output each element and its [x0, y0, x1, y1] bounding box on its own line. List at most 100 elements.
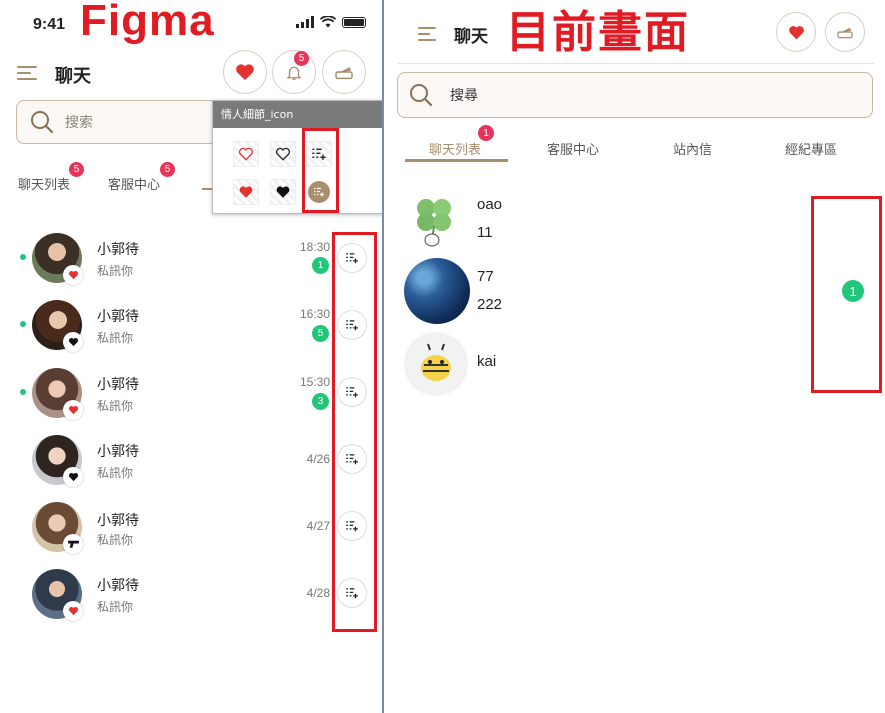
wallet-button[interactable]: [322, 50, 366, 94]
chat-name: oao: [477, 196, 503, 213]
chat-time: 16:30: [299, 307, 330, 321]
heart-filled-black-icon: [270, 179, 296, 205]
chat-row[interactable]: kai: [386, 332, 885, 396]
bee-avatar: [421, 343, 451, 381]
chat-subtitle: 私訊你: [97, 331, 134, 345]
wallet-icon: [837, 27, 853, 39]
annotation-box-missing-buttons: [811, 196, 882, 393]
clover-avatar: [417, 199, 451, 247]
favorites-button[interactable]: [776, 12, 816, 52]
playlist-add-filled-icon: [306, 179, 332, 205]
playlist-add-icon: [346, 253, 358, 264]
page-title: 聊天: [55, 66, 91, 87]
tab-customer-service[interactable]: 客服中心: [108, 178, 161, 193]
add-to-list-button[interactable]: [337, 444, 367, 474]
chat-row[interactable]: 小郭待 私訊你 16:30 5: [0, 292, 380, 360]
tab-customer-service-badge: 5: [160, 162, 175, 177]
tab-chat-list-badge: 1: [478, 125, 494, 141]
heart-icon: [236, 64, 254, 81]
heart-filled-red-icon: [233, 179, 259, 205]
chat-row[interactable]: oao 11: [386, 188, 885, 252]
tab-underline: [405, 159, 508, 162]
chat-row[interactable]: 小郭待 私訊你 18:30 1: [0, 225, 380, 293]
battery-icon: [342, 16, 366, 28]
add-to-list-button[interactable]: [337, 511, 367, 541]
chat-time: 18:30: [299, 240, 330, 254]
playlist-add-icon: [346, 521, 358, 532]
signal-icon: [296, 16, 314, 28]
chat-name: 小郭待: [97, 513, 139, 529]
add-to-list-button[interactable]: [337, 310, 367, 340]
chat-row[interactable]: 77 222 1: [386, 258, 885, 324]
search-bar[interactable]: 搜尋: [397, 72, 873, 118]
online-indicator: [20, 254, 26, 260]
menu-icon[interactable]: [17, 66, 37, 80]
tab-chat-list[interactable]: 聊天列表: [18, 178, 71, 193]
page-title: 聊天: [454, 27, 488, 47]
playlist-add-icon: [306, 141, 332, 167]
chat-name: 小郭待: [97, 377, 139, 393]
chat-time: 4/26: [306, 452, 330, 466]
tab-chat-list[interactable]: 聊天列表: [429, 143, 482, 158]
heart-black-icon: [63, 332, 83, 352]
unread-badge: 1: [842, 280, 864, 302]
status-icons: [296, 16, 366, 28]
heart-outline-black-icon: [270, 141, 296, 167]
tab-customer-service[interactable]: 客服中心: [547, 143, 600, 158]
favorites-button[interactable]: [223, 50, 267, 94]
heart-red-icon: [63, 400, 83, 420]
add-to-list-button[interactable]: [337, 377, 367, 407]
search-bar[interactable]: 搜索: [16, 100, 246, 144]
chat-name: 小郭待: [97, 309, 139, 325]
avatar: [404, 332, 468, 396]
chat-row[interactable]: 小郭待 私訊你 15:30 3: [0, 360, 380, 428]
bell-icon: [286, 66, 302, 80]
search-placeholder: 搜尋: [450, 88, 478, 104]
search-icon: [410, 84, 433, 107]
chat-name: 小郭待: [97, 578, 139, 594]
add-to-list-button[interactable]: [337, 578, 367, 608]
tab-underline: [202, 188, 216, 190]
notification-badge: 5: [294, 51, 309, 66]
chat-row[interactable]: 小郭待 私訊你 4/28: [0, 561, 380, 629]
playlist-add-icon: [346, 454, 358, 465]
chat-subtitle: 私訊你: [97, 399, 134, 413]
notification-button[interactable]: 5: [272, 50, 316, 94]
chat-subtitle: 私訊你: [97, 264, 134, 278]
chat-name: 小郭待: [97, 444, 139, 460]
chat-row[interactable]: 小郭待 私訊你 4/26: [0, 427, 380, 495]
annotation-box-row-buttons: [332, 232, 377, 632]
wallet-button[interactable]: [825, 12, 865, 52]
heart-outline-red-icon: [233, 141, 259, 167]
chat-message: 11: [477, 224, 493, 241]
unread-badge: 5: [312, 325, 329, 342]
figma-panel: 9:41 Figma 聊天 5 搜索 聊天列表 5 客服中心: [0, 0, 384, 713]
heart-red-icon: [63, 601, 83, 621]
add-to-list-button[interactable]: [337, 243, 367, 273]
chat-subtitle: 私訊你: [97, 600, 134, 614]
figma-annotation-label: Figma: [80, 0, 215, 45]
heart-icon: [788, 25, 804, 39]
current-panel: 聊天 目前畫面 搜尋 聊天列表 1 客服中心 站內信 經紀專區 oa: [386, 0, 885, 713]
annotation-box-popup-icon: [302, 128, 339, 213]
avatar: [404, 258, 470, 324]
tab-agent-zone[interactable]: 經紀專區: [785, 143, 838, 158]
heart-black-icon: [63, 467, 83, 487]
header-divider: [398, 63, 874, 64]
playlist-add-icon: [346, 320, 358, 331]
unread-badge: 1: [312, 257, 329, 274]
chat-row[interactable]: 小郭待 私訊你 4/27: [0, 494, 380, 562]
chat-name: kai: [477, 353, 497, 370]
chat-time: 4/27: [306, 519, 330, 533]
avatar: [404, 190, 466, 252]
tab-bar: 聊天列表 5 客服中心 5: [0, 162, 382, 194]
menu-icon[interactable]: [418, 27, 436, 41]
tab-inbox[interactable]: 站內信: [673, 143, 713, 158]
chat-time: 4/28: [306, 586, 330, 600]
popup-title: 情人細節_icon: [213, 101, 382, 128]
search-icon: [31, 111, 54, 134]
playlist-add-icon: [346, 387, 358, 398]
search-placeholder: 搜索: [65, 115, 93, 131]
unread-badge: 3: [312, 393, 329, 410]
